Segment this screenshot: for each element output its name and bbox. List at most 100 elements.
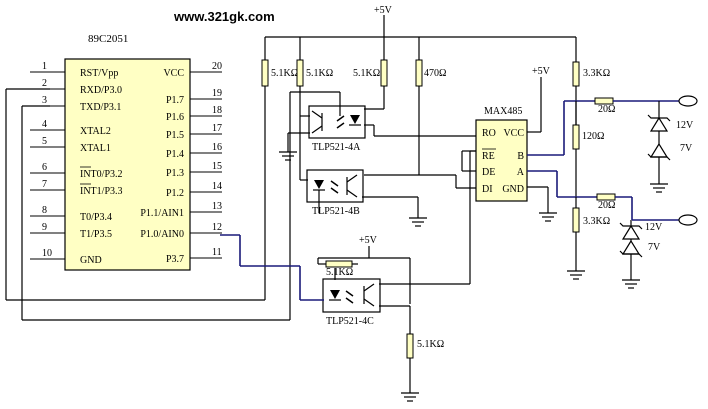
mcu-pin-label: P1.7 xyxy=(166,95,184,106)
terminal-b[interactable] xyxy=(678,95,698,107)
mcu-pin-number: 3 xyxy=(42,95,47,106)
resistor-r5-label: 3.3KΩ xyxy=(583,68,610,79)
mcu-pin-number: 16 xyxy=(212,142,222,153)
resistor-r11-label: 5.1KΩ xyxy=(417,339,444,350)
mcu-pin-number: 19 xyxy=(212,88,222,99)
opto-a-box xyxy=(308,105,366,139)
mcu-pin-label: VCC xyxy=(163,68,184,79)
pulldown-ground xyxy=(566,270,586,280)
mcu-pin-label: XTAL2 xyxy=(80,126,111,137)
mcu-pin-label: P1.0/AIN0 xyxy=(140,229,184,240)
max485-ground xyxy=(538,212,558,222)
max485-pin-label: DI xyxy=(482,184,493,195)
mcu-pin-number: 8 xyxy=(42,205,47,216)
mcu-pin-label: P1.3 xyxy=(166,168,184,179)
mcu-name: 89C2051 xyxy=(88,33,128,45)
max485-pin-label: B xyxy=(517,151,524,162)
mcu-pin-label: P1.1/AIN1 xyxy=(140,208,184,219)
max485-pin-label: RO xyxy=(482,128,496,139)
zener-z2-label: 7V xyxy=(680,143,693,154)
resistor-r10-label: 5.1KΩ xyxy=(326,267,353,278)
max485-chip xyxy=(475,119,528,202)
resistor-r1 xyxy=(261,59,269,87)
mcu-pin-number: 2 xyxy=(42,78,47,89)
mcu-pin-label: P1.4 xyxy=(166,149,184,160)
resistor-r9-label: 20Ω xyxy=(598,200,615,211)
mcu-pin-number: 5 xyxy=(42,136,47,147)
zener-z1-label: 12V xyxy=(676,120,694,131)
opto-b-box xyxy=(306,169,364,203)
opto-c-phototransistor xyxy=(363,283,375,307)
mcu-pin-number: 10 xyxy=(42,248,52,259)
opto-c-led xyxy=(329,290,354,304)
opto-c-ground xyxy=(400,392,420,402)
zener-b-ground xyxy=(649,183,669,193)
max485-pin-label: A xyxy=(517,167,525,178)
mcu-pin-label: P1.5 xyxy=(166,130,184,141)
resistor-r7-label: 3.3KΩ xyxy=(583,216,610,227)
mcu-pin-number: 14 xyxy=(212,181,222,192)
zener-z1 xyxy=(647,114,671,132)
mcu-pin-label: P1.2 xyxy=(166,188,184,199)
opto-c-box xyxy=(322,278,381,313)
mcu-pin-label: GND xyxy=(80,255,102,266)
resistor-r1-label: 5.1KΩ xyxy=(271,68,298,79)
resistor-r2 xyxy=(296,59,304,87)
terminal-a[interactable] xyxy=(678,214,698,226)
opto-b-label: TLP521-4B xyxy=(312,206,360,217)
mcu-pin-label: T1/P3.5 xyxy=(80,229,112,240)
mcu-pin-label: INT0/P3.2 xyxy=(80,169,123,180)
zener-a-ground xyxy=(621,279,641,289)
resistor-r4-label: 470Ω xyxy=(424,68,446,79)
zener-z4-label: 7V xyxy=(648,242,661,253)
max485-pin-label: DE xyxy=(482,167,495,178)
transceiver-name: MAX485 xyxy=(484,106,522,117)
resistor-r8-label: 20Ω xyxy=(598,104,615,115)
mcu-pin-label: INT1/P3.3 xyxy=(80,186,123,197)
mcu-pin-label: T0/P3.4 xyxy=(80,212,112,223)
opto-b-phototransistor xyxy=(346,174,358,198)
mcu-pin-label: TXD/P3.1 xyxy=(80,102,121,113)
supply-opto-c-label: +5V xyxy=(359,235,378,246)
supply-max-label: +5V xyxy=(532,66,551,77)
resistor-r6-label: 120Ω xyxy=(582,131,604,142)
opto-a-phototransistor xyxy=(311,110,323,134)
mcu-pin-label: XTAL1 xyxy=(80,143,111,154)
resistor-r3 xyxy=(380,59,388,87)
resistor-r3-label: 5.1KΩ xyxy=(353,68,380,79)
opto-a-led xyxy=(336,115,361,129)
max485-pin-label: RE xyxy=(482,151,495,162)
mcu-pin-number: 1 xyxy=(42,61,47,72)
opto-a-ground xyxy=(278,151,298,161)
opto-b-ground xyxy=(408,217,428,227)
mcu-pin-number: 20 xyxy=(212,61,222,72)
mcu-pin-number: 18 xyxy=(212,105,222,116)
mcu-pin-number: 9 xyxy=(42,222,47,233)
site-watermark: www.321gk.com xyxy=(173,9,275,24)
mcu-pin-label: P1.6 xyxy=(166,112,184,123)
mcu-pin-number: 17 xyxy=(212,123,222,134)
supply-top-label: +5V xyxy=(374,5,393,16)
resistor-r5 xyxy=(572,61,580,87)
resistor-r11 xyxy=(406,333,414,359)
mcu-pin-number: 11 xyxy=(212,247,222,258)
mcu-pin-number: 15 xyxy=(212,161,222,172)
mcu-pin-number: 12 xyxy=(212,222,222,233)
max485-pin-label: VCC xyxy=(503,128,524,139)
mcu-pin-number: 7 xyxy=(42,179,47,190)
resistor-r6 xyxy=(572,124,580,150)
max485-pins: RO RE DE DI VCC BA GND xyxy=(482,128,525,195)
resistor-r7 xyxy=(572,207,580,233)
mcu-pin-label: P3.7 xyxy=(166,254,184,265)
mcu-pin-label: RST/Vpp xyxy=(80,68,118,79)
mcu-chip xyxy=(64,58,191,271)
zener-z3 xyxy=(619,222,643,240)
resistor-r4 xyxy=(415,59,423,87)
mcu-pin-label: RXD/P3.0 xyxy=(80,85,122,96)
opto-c-label: TLP521-4C xyxy=(326,316,374,327)
mcu-pin-number: 6 xyxy=(42,162,47,173)
resistor-r2-label: 5.1KΩ xyxy=(306,68,333,79)
max485-pin-label: GND xyxy=(502,184,524,195)
zener-z3-label: 12V xyxy=(645,222,663,233)
